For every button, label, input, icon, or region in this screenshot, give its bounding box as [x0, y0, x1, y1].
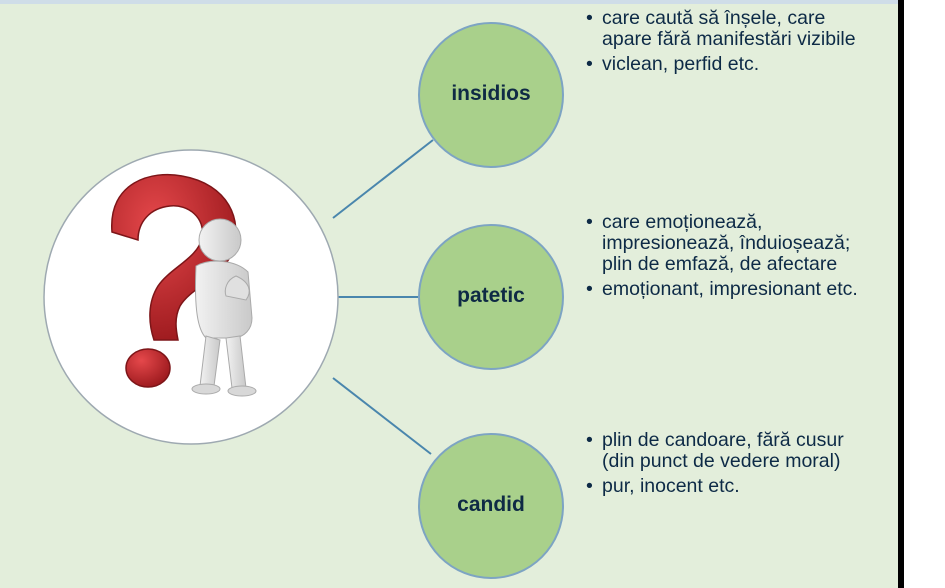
definition-item: • plin de candoare, fără cusur (din punc…	[582, 430, 872, 472]
term-label-candid: candid	[457, 493, 525, 516]
definitions-patetic: • care emoționează, impresionează, îndui…	[582, 212, 872, 304]
definitions-insidios: • care caută să înșele, care apare fără …	[582, 8, 872, 79]
definition-item: • care caută să înșele, care apare fără …	[582, 8, 872, 50]
definition-text: care emoționează, impresionează, înduioș…	[602, 211, 851, 275]
term-circle-candid	[418, 433, 564, 579]
bullet-icon: •	[586, 211, 593, 233]
term-label-patetic: patetic	[457, 284, 525, 307]
definition-text: plin de candoare, fără cusur (din punct …	[602, 429, 844, 472]
definition-item: • emoționant, impresionant etc.	[582, 279, 872, 300]
definition-item: • pur, inocent etc.	[582, 476, 872, 497]
definition-text: viclean, perfid etc.	[602, 53, 760, 75]
right-border	[898, 0, 904, 588]
definition-text: pur, inocent etc.	[602, 475, 740, 497]
bullet-icon: •	[586, 53, 593, 75]
definitions-candid: • plin de candoare, fără cusur (din punc…	[582, 430, 872, 501]
definition-item: • care emoționează, impresionează, îndui…	[582, 212, 872, 275]
question-mark-thinking-figure-icon	[111, 173, 257, 397]
term-label-insidios: insidios	[451, 82, 531, 105]
connector-candid	[332, 377, 432, 455]
bullet-icon: •	[586, 278, 593, 300]
definition-item: • viclean, perfid etc.	[582, 54, 872, 75]
bullet-icon: •	[586, 429, 593, 451]
connector-insidios	[332, 139, 434, 219]
term-circle-patetic	[418, 224, 564, 370]
bullet-icon: •	[586, 7, 593, 29]
definition-text: emoționant, impresionant etc.	[602, 278, 858, 300]
bullet-icon: •	[586, 475, 593, 497]
term-circle-insidios	[418, 22, 564, 168]
definition-text: care caută să înșele, care apare fără ma…	[602, 7, 856, 50]
